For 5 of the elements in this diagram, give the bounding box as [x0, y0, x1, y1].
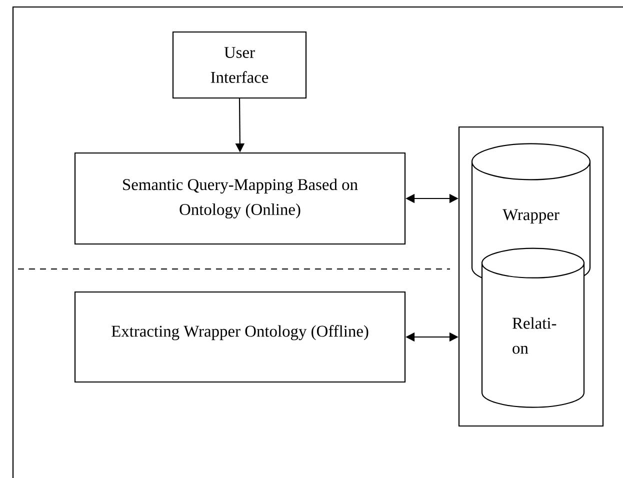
database-cylinder: Relati- on — [481, 248, 585, 408]
container-box — [458, 126, 604, 427]
process-box: Extracting Wrapper Ontology (Offline) — [74, 291, 406, 383]
process-box: Semantic Query-Mapping Based on Ontology (Online) — [74, 152, 406, 245]
process-box: User Interface — [172, 31, 307, 99]
